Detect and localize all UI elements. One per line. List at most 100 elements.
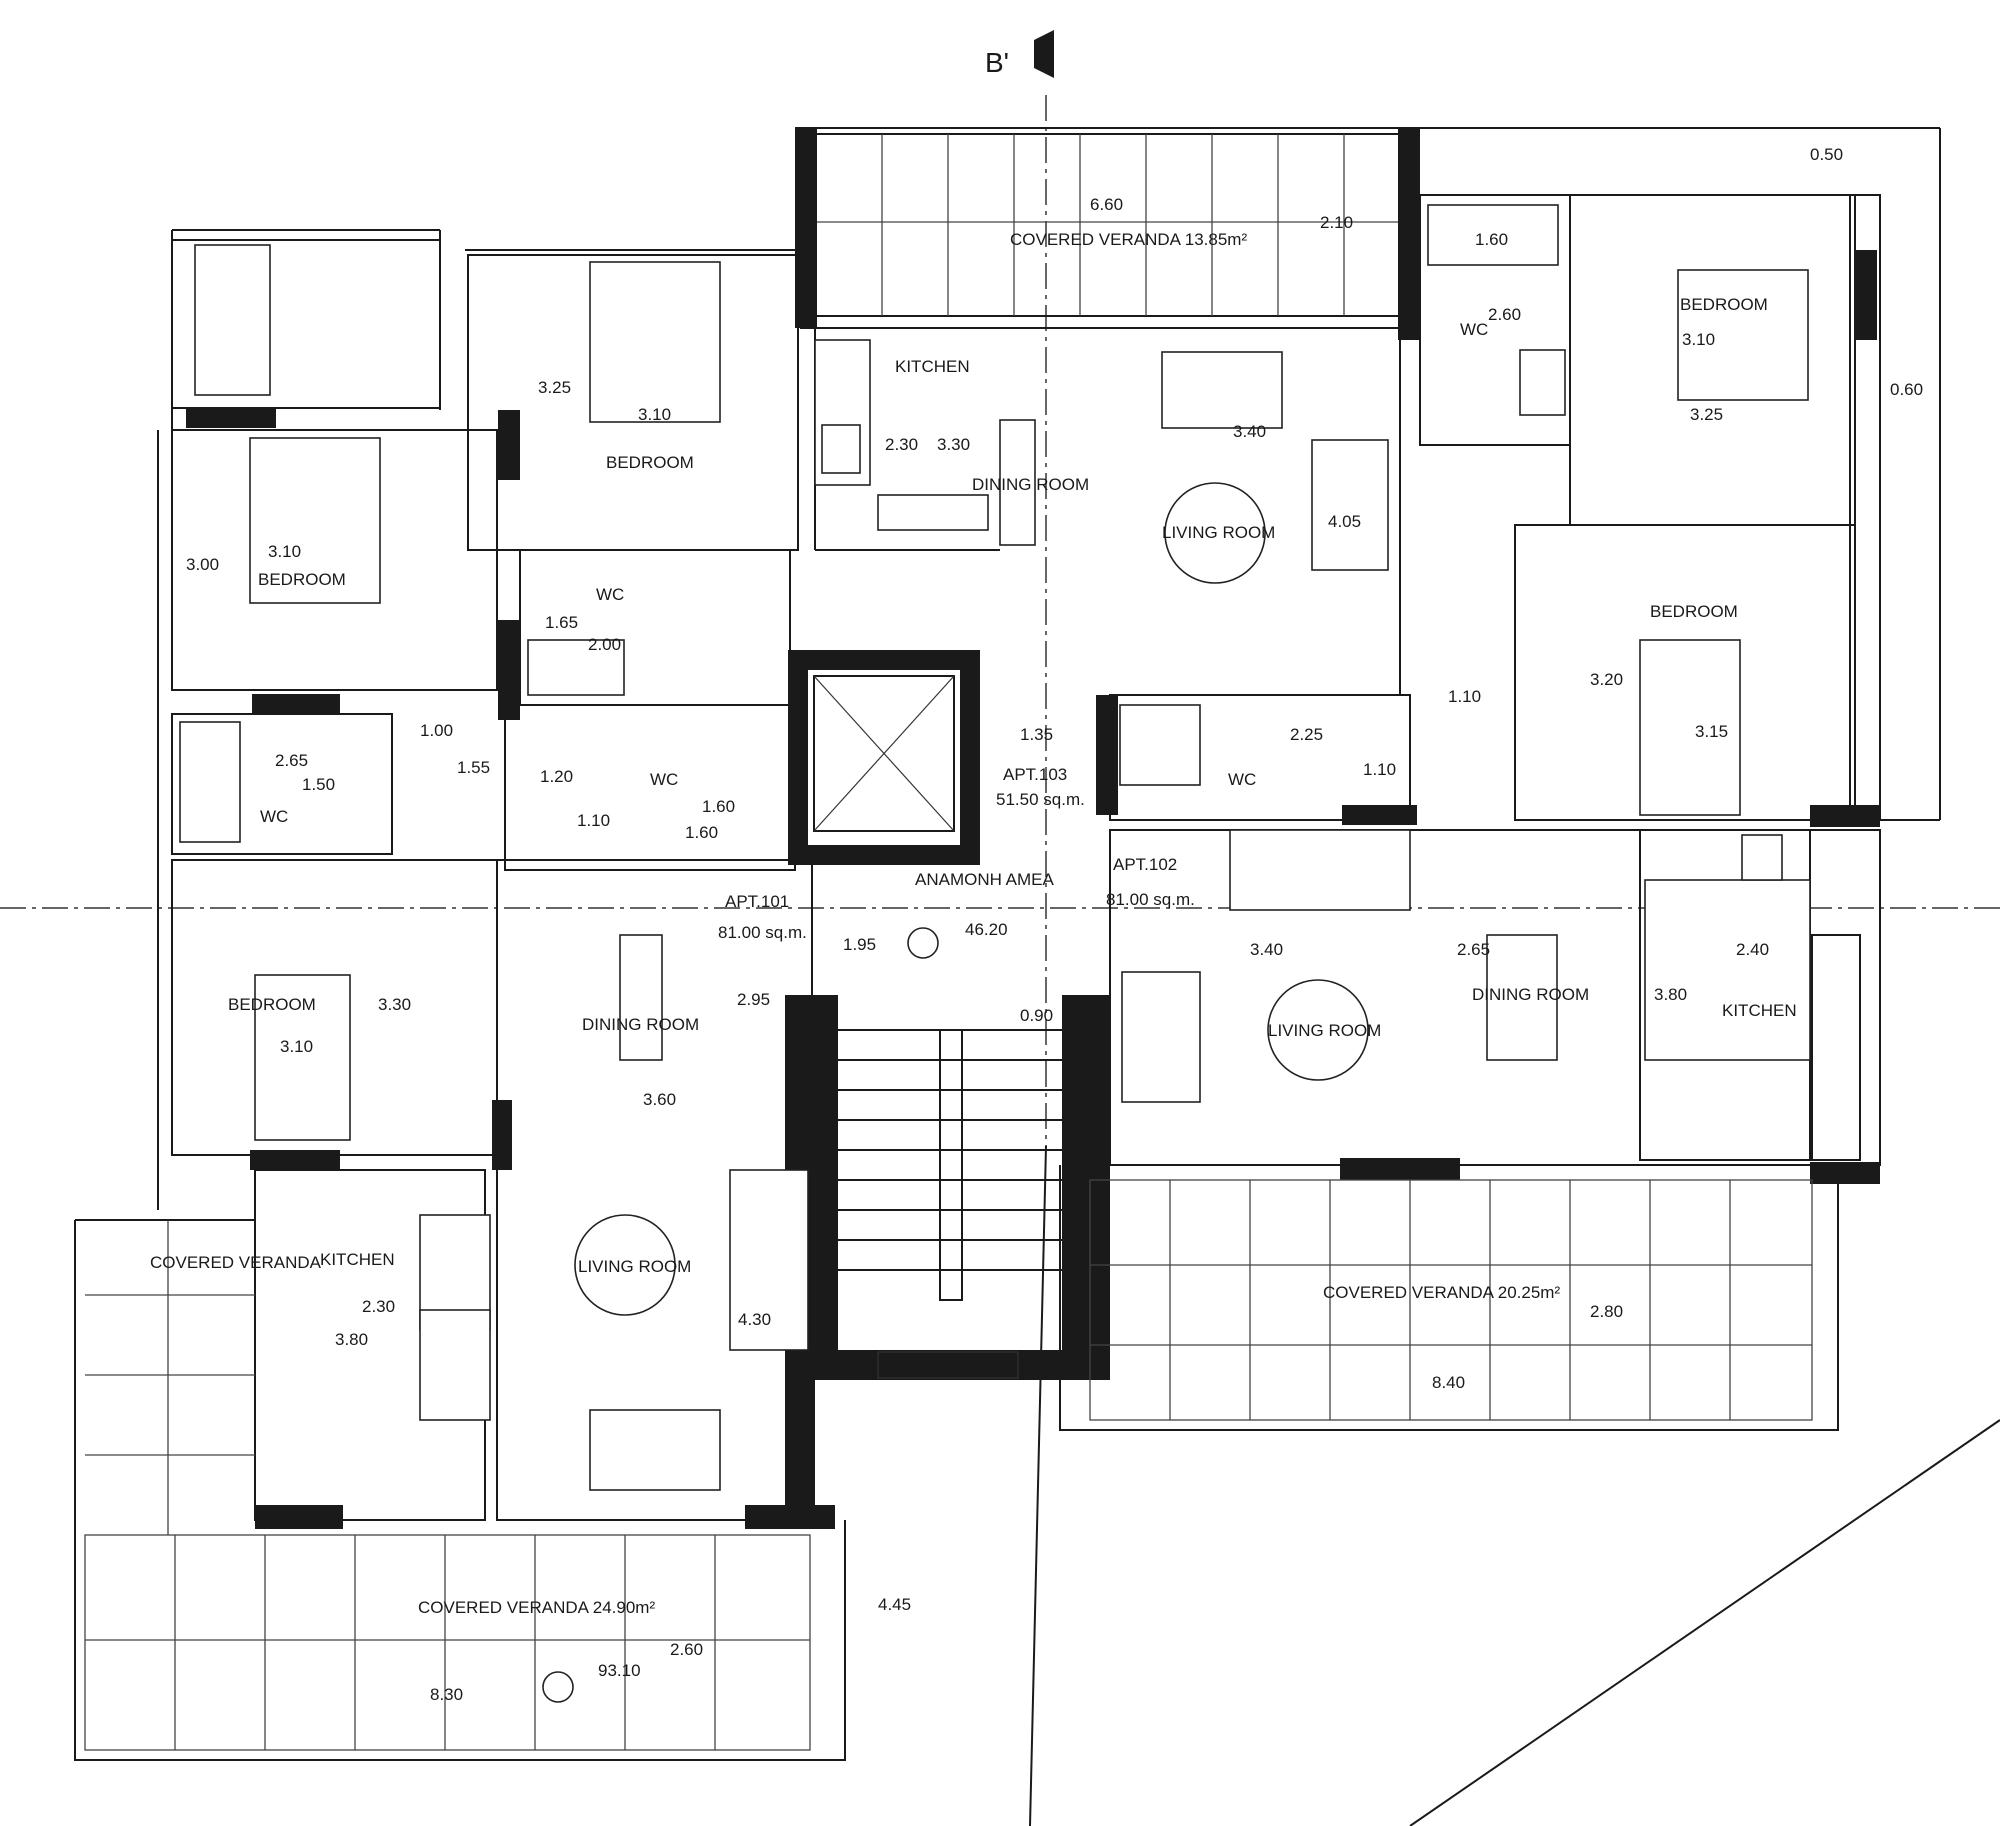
room-label: COVERED VERANDA 20.25m² — [1323, 1283, 1560, 1302]
svg-text:1.20: 1.20 — [540, 767, 573, 786]
living-top-table — [1164, 482, 1266, 584]
svg-text:2.65: 2.65 — [1457, 940, 1490, 959]
sink-right — [1519, 349, 1566, 416]
level-marker-icon — [542, 1671, 574, 1703]
svg-text:0.50: 0.50 — [1810, 145, 1843, 164]
dining-top-table — [999, 419, 1036, 546]
room-label: BEDROOM — [1680, 295, 1768, 314]
veranda-top-grid — [816, 134, 1400, 316]
room-label: WC — [1460, 320, 1488, 339]
upper-left-rooms — [171, 239, 1400, 871]
apartment-labels: APT.101 81.00 sq.m. APT.102 81.00 sq.m. … — [718, 765, 1195, 942]
svg-text:3.30: 3.30 — [378, 995, 411, 1014]
svg-text:3.15: 3.15 — [1695, 722, 1728, 741]
svg-text:3.30: 3.30 — [937, 435, 970, 454]
boundary-line — [1409, 1419, 2000, 1826]
svg-text:4.45: 4.45 — [878, 1595, 911, 1614]
svg-text:0.60: 0.60 — [1890, 380, 1923, 399]
room-label: DINING ROOM — [1472, 985, 1589, 1004]
svg-text:1.95: 1.95 — [843, 935, 876, 954]
dining-right-table — [1486, 934, 1558, 1061]
living-right-armchair — [1121, 971, 1201, 1103]
bathtub-right — [1427, 204, 1559, 266]
svg-text:3.60: 3.60 — [643, 1090, 676, 1109]
svg-text:0.90: 0.90 — [1020, 1006, 1053, 1025]
section-mark-label: B' — [985, 47, 1009, 78]
svg-text:2.60: 2.60 — [1488, 305, 1521, 324]
svg-text:3.25: 3.25 — [538, 378, 571, 397]
room-label: WC — [650, 770, 678, 789]
level-label: 46.20 — [965, 920, 1008, 939]
room-label: DINING ROOM — [972, 475, 1089, 494]
bathtub-center — [527, 639, 625, 696]
living-top-armchair — [1311, 439, 1389, 571]
svg-text:2.40: 2.40 — [1736, 940, 1769, 959]
svg-text:1.60: 1.60 — [702, 797, 735, 816]
svg-text:1.10: 1.10 — [577, 811, 610, 830]
storage-unit — [194, 244, 271, 396]
svg-text:2.65: 2.65 — [275, 751, 308, 770]
bed-left-upper — [249, 437, 381, 604]
elevator-shaft — [788, 650, 980, 865]
svg-text:2.00: 2.00 — [588, 635, 621, 654]
room-label: LIVING ROOM — [578, 1257, 691, 1276]
svg-text:2.25: 2.25 — [1290, 725, 1323, 744]
svg-text:1.10: 1.10 — [1448, 687, 1481, 706]
svg-text:2.95: 2.95 — [737, 990, 770, 1009]
living-left-sofa — [729, 1169, 809, 1351]
veranda-lower-right — [1059, 1165, 1839, 1431]
room-label: ΑΝΑΜΟΝΗ ΑΜΕΑ — [915, 870, 1055, 889]
room-label: DINING ROOM — [582, 1015, 699, 1034]
section-marker-icon — [1034, 30, 1054, 78]
level-label: 93.10 — [598, 1661, 641, 1680]
svg-text:3.10: 3.10 — [1682, 330, 1715, 349]
living-top-sofa — [1161, 351, 1283, 429]
svg-text:3.00: 3.00 — [186, 555, 219, 574]
svg-text:3.40: 3.40 — [1233, 422, 1266, 441]
veranda-top-outline — [815, 133, 1401, 317]
room-label: LIVING ROOM — [1268, 1021, 1381, 1040]
apartment-name: APT.101 — [725, 892, 789, 911]
svg-text:6.60: 6.60 — [1090, 195, 1123, 214]
property-line — [1029, 1145, 1047, 1826]
outer-walls — [157, 127, 1941, 1210]
living-right-table — [1267, 979, 1369, 1081]
apartment-area: 81.00 sq.m. — [718, 923, 807, 942]
room-label: LIVING ROOM — [1162, 523, 1275, 542]
living-right-sofa — [1229, 829, 1411, 911]
room-label: WC — [596, 585, 624, 604]
room-label: COVERED VERANDA — [150, 1253, 322, 1272]
apartment-area: 81.00 sq.m. — [1106, 890, 1195, 909]
lower-right-rooms — [1065, 829, 1881, 1380]
svg-text:8.40: 8.40 — [1432, 1373, 1465, 1392]
room-labels: COVERED VERANDA 13.85m² KITCHEN DINING R… — [150, 230, 1797, 1617]
svg-text:2.30: 2.30 — [885, 435, 918, 454]
veranda-lower-left — [74, 1219, 846, 1761]
svg-text:3.10: 3.10 — [280, 1037, 313, 1056]
room-label: WC — [260, 807, 288, 826]
svg-text:3.10: 3.10 — [638, 405, 671, 424]
svg-text:1.00: 1.00 — [420, 721, 453, 740]
bathtub-left — [179, 721, 241, 843]
bed-top-mid — [589, 261, 721, 423]
dimension-labels: 6.60 2.10 0.50 1.60 2.60 3.10 3.25 0.60 … — [186, 145, 1923, 1704]
bed-right-lower — [1639, 639, 1741, 816]
dining-left-table — [619, 934, 663, 1061]
svg-text:1.65: 1.65 — [545, 613, 578, 632]
room-label: BEDROOM — [228, 995, 316, 1014]
svg-text:1.60: 1.60 — [1475, 230, 1508, 249]
kitchen-top-hob — [821, 424, 861, 474]
lower-left-rooms — [171, 859, 835, 1529]
living-left-table — [574, 1214, 676, 1316]
svg-text:3.40: 3.40 — [1250, 940, 1283, 959]
bed-left-lower — [254, 974, 351, 1141]
apartment-name: APT.102 — [1113, 855, 1177, 874]
room-label: BEDROOM — [258, 570, 346, 589]
kitchen-top-sink — [877, 494, 989, 531]
room-label: BEDROOM — [606, 453, 694, 472]
apartment-name: APT.103 — [1003, 765, 1067, 784]
svg-text:2.60: 2.60 — [670, 1640, 703, 1659]
bed-right-upper — [1677, 269, 1809, 401]
svg-text:2.80: 2.80 — [1590, 1302, 1623, 1321]
